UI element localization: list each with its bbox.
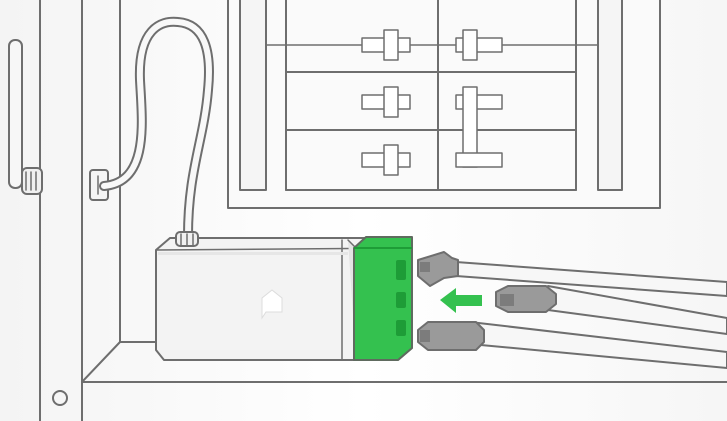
ethernet-cable	[495, 285, 727, 335]
insert-arrow-icon	[440, 288, 482, 313]
antenna-connector	[175, 231, 199, 247]
antenna-lead-cable	[417, 251, 727, 297]
breaker-panel	[227, 0, 661, 209]
device-logo-icon	[261, 289, 283, 320]
antenna-icon	[8, 39, 43, 195]
ethernet-port	[396, 292, 406, 308]
breaker-switches	[361, 29, 503, 176]
power-cable	[417, 321, 727, 369]
power-plug-icon	[417, 321, 485, 351]
antenna-lead-plug	[417, 251, 459, 287]
cabinet-frame	[39, 0, 727, 421]
antenna-cable	[99, 16, 214, 241]
antenna-port	[396, 260, 406, 280]
power-port	[396, 320, 406, 336]
gateway-device	[155, 231, 413, 361]
